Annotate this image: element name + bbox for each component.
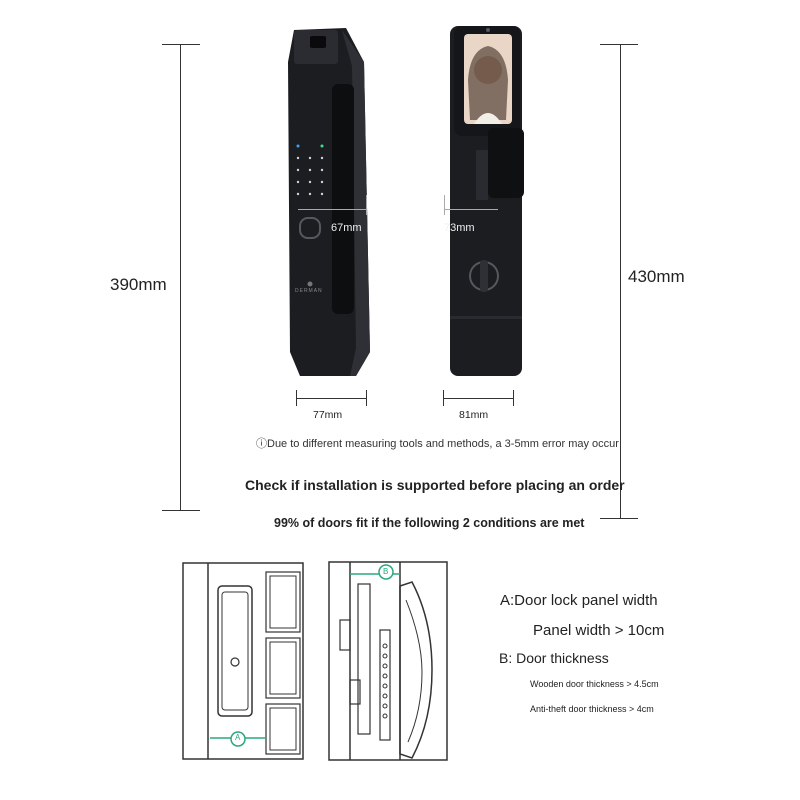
conditions-subheadline: 99% of doors fit if the following 2 cond… (274, 516, 585, 530)
depth-front-tick (366, 195, 367, 215)
width-label-back: 81mm (459, 409, 489, 421)
depth-label-front: 67mm (331, 222, 362, 234)
marker-b: B (383, 567, 389, 576)
depth-back-line (444, 209, 498, 210)
height-dim-bottom-tick (162, 510, 200, 511)
height-dim-line-right (620, 44, 621, 518)
width-back-line (443, 398, 513, 399)
depth-label-back: 73mm (444, 222, 475, 234)
measurement-note: ⓘDue to different measuring tools and me… (256, 438, 619, 450)
width-front-line (296, 398, 366, 399)
height-dim-top-tick-right (600, 44, 638, 45)
height-dim-bottom-tick-right (600, 518, 638, 519)
height-dim-line-left (180, 44, 181, 510)
panel-width-diagram (182, 562, 304, 760)
marker-a: A (235, 733, 241, 742)
condition-b-wooden: Wooden door thickness > 4.5cm (530, 679, 659, 689)
install-headline: Check if installation is supported befor… (245, 477, 625, 493)
door-thickness-diagram (328, 561, 448, 761)
condition-b-title: B: Door thickness (499, 650, 609, 666)
condition-a-title: A:Door lock panel width (500, 592, 658, 609)
height-label-front: 390mm (110, 275, 167, 294)
back-lock-image (450, 26, 524, 376)
condition-b-antitheft: Anti-theft door thickness > 4cm (530, 704, 654, 714)
width-back-tick-right (513, 390, 514, 406)
depth-front-line (298, 209, 366, 210)
width-label-front: 77mm (313, 409, 343, 421)
height-label-back: 430mm (628, 267, 685, 286)
width-front-tick-right (366, 390, 367, 406)
height-dim-top-tick (162, 44, 200, 45)
depth-back-tick (444, 195, 445, 215)
front-lock-image (288, 28, 370, 376)
brand-logo-text: DERMAN (295, 288, 323, 294)
condition-a-value: Panel width > 10cm (533, 622, 665, 639)
